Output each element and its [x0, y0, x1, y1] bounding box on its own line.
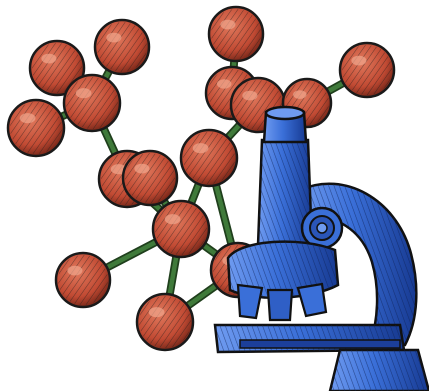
atom	[338, 41, 396, 99]
atom	[93, 18, 151, 76]
atom	[28, 39, 86, 97]
atom	[6, 98, 66, 158]
eyepiece-top	[264, 105, 306, 121]
atom	[151, 199, 211, 259]
objective-lens-1	[236, 283, 264, 320]
atom	[135, 292, 195, 352]
atom	[121, 149, 179, 207]
atom	[62, 73, 122, 133]
atom	[179, 128, 239, 188]
objective-lens-2	[266, 288, 294, 322]
stage-clip	[239, 339, 401, 349]
atom	[54, 251, 112, 309]
microscope-icon	[213, 105, 429, 391]
atom	[207, 5, 265, 63]
objective-lens-3	[296, 282, 328, 318]
molecule-icon	[6, 5, 396, 352]
